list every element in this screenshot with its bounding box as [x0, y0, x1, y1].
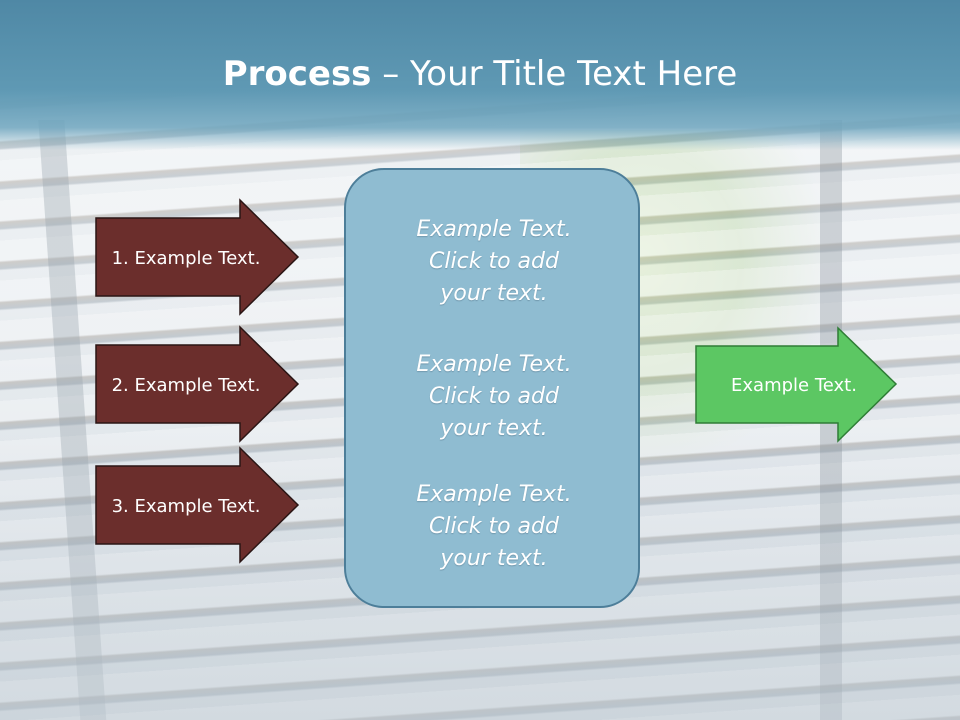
- center-text-line: Example Text.: [416, 352, 572, 377]
- slide-title[interactable]: Process – Your Title Text Here: [0, 52, 960, 96]
- center-text-line: your text.: [440, 546, 548, 571]
- result-arrow-label: Example Text.: [731, 374, 857, 396]
- center-text-line: Click to add: [429, 384, 559, 409]
- step-arrow-3-shape: [95, 446, 300, 564]
- step-arrow-1-label: 1. Example Text.: [111, 247, 261, 269]
- center-text-block-1[interactable]: Example Text. Click to add your text.: [346, 214, 642, 310]
- center-text-line: your text.: [440, 281, 548, 306]
- step-arrow-2-shape: [95, 325, 300, 443]
- center-text-line: your text.: [440, 416, 548, 441]
- step-arrow-1-shape: [95, 198, 300, 316]
- step-arrow-3[interactable]: 3. Example Text.: [92, 446, 302, 566]
- title-bold: Process: [222, 54, 372, 94]
- center-text-line: Click to add: [429, 249, 559, 274]
- center-text-block-2[interactable]: Example Text. Click to add your text.: [346, 349, 642, 445]
- title-bar: Process – Your Title Text Here: [0, 0, 960, 150]
- center-text-box[interactable]: Example Text. Click to add your text. Ex…: [344, 168, 640, 608]
- center-text-block-3[interactable]: Example Text. Click to add your text.: [346, 479, 642, 575]
- result-arrow[interactable]: Example Text.: [694, 326, 900, 444]
- step-arrow-3-label: 3. Example Text.: [111, 495, 261, 517]
- title-rest: – Your Title Text Here: [371, 54, 738, 94]
- step-arrow-2-label: 2. Example Text.: [111, 374, 261, 396]
- step-arrow-1[interactable]: 1. Example Text.: [92, 198, 302, 318]
- result-arrow-shape: [695, 326, 898, 443]
- center-text-line: Example Text.: [416, 217, 572, 242]
- center-text-line: Example Text.: [416, 482, 572, 507]
- center-text-line: Click to add: [429, 514, 559, 539]
- step-arrow-2[interactable]: 2. Example Text.: [92, 325, 302, 445]
